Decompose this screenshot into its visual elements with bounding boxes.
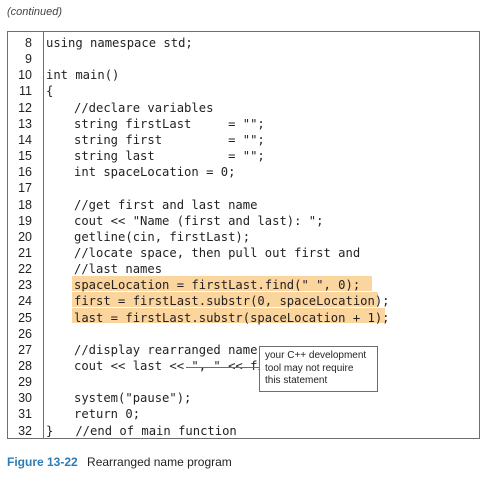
figure-caption: Figure 13-22 Rearranged name program	[7, 455, 232, 469]
figure-number: Figure 13-22	[7, 455, 78, 469]
line-number: 12	[18, 100, 32, 115]
code-text: string firstLast = "";	[74, 116, 265, 131]
code-text: using namespace std;	[46, 36, 193, 50]
code-text: //locate space, then pull out first and	[74, 245, 361, 260]
line-number: 28	[18, 359, 32, 373]
line-number: 31	[18, 407, 32, 422]
line-number: 11	[19, 84, 32, 99]
code-text: string first = "";	[74, 132, 265, 147]
code-text: return 0;	[74, 407, 141, 422]
line-number: 10	[18, 68, 32, 83]
line-number: 9	[25, 52, 32, 67]
code-text: //get first and last name	[74, 197, 258, 212]
line-number: 14	[18, 132, 32, 147]
code-text: getline(cin, firstLast);	[74, 229, 251, 244]
line-number: 27	[18, 342, 32, 357]
line-number: 26	[18, 326, 32, 341]
line-number: 24	[18, 294, 32, 309]
code-text: first = firstLast.substr(0, spaceLocatio…	[74, 294, 390, 309]
line-number: 23	[18, 278, 32, 293]
highlight-line-24	[72, 292, 378, 307]
code-text: int main()	[46, 68, 120, 83]
code-text: //last names	[74, 262, 163, 277]
line-number: 15	[18, 149, 32, 164]
annotation-callout: your C++ development tool may not requir…	[259, 346, 378, 392]
line-number: 30	[18, 391, 32, 406]
code-text: spaceLocation = firstLast.find(" ", 0);	[74, 278, 361, 293]
highlight-line-25	[72, 308, 385, 323]
line-number: 8	[25, 36, 32, 50]
line-number: 17	[18, 181, 32, 196]
figure-title: Rearranged name program	[87, 455, 232, 469]
line-number: 22	[18, 262, 32, 277]
line-number: 18	[18, 197, 32, 212]
continued-label: (continued)	[7, 6, 63, 18]
annotation-line-3: this statement	[265, 375, 328, 386]
annotation-leader-line	[186, 367, 259, 368]
line-number: 19	[18, 213, 32, 228]
code-text: {	[46, 84, 54, 99]
code-text: string last = "";	[74, 149, 265, 164]
annotation-line-1: your C++ development	[265, 350, 367, 361]
line-number: 20	[18, 229, 32, 244]
code-text: system("pause");	[74, 391, 192, 406]
highlight-line-23	[72, 276, 372, 291]
code-text: int spaceLocation = 0;	[74, 165, 236, 180]
line-number: 16	[18, 165, 32, 180]
line-number: 13	[18, 116, 32, 131]
code-text: } //end of main function	[46, 423, 237, 438]
line-number: 21	[18, 245, 32, 260]
line-number: 29	[18, 375, 32, 390]
line-number-divider	[43, 32, 44, 438]
code-text: //display rearranged name	[74, 342, 258, 357]
line-number: 25	[18, 310, 32, 325]
annotation-line-2: tool may not require	[265, 362, 354, 374]
line-number: 32	[18, 423, 32, 438]
code-text: last = firstLast.substr(spaceLocation + …	[74, 310, 390, 325]
code-text: //declare variables	[74, 100, 214, 115]
code-text: cout << "Name (first and last): ";	[74, 213, 324, 228]
